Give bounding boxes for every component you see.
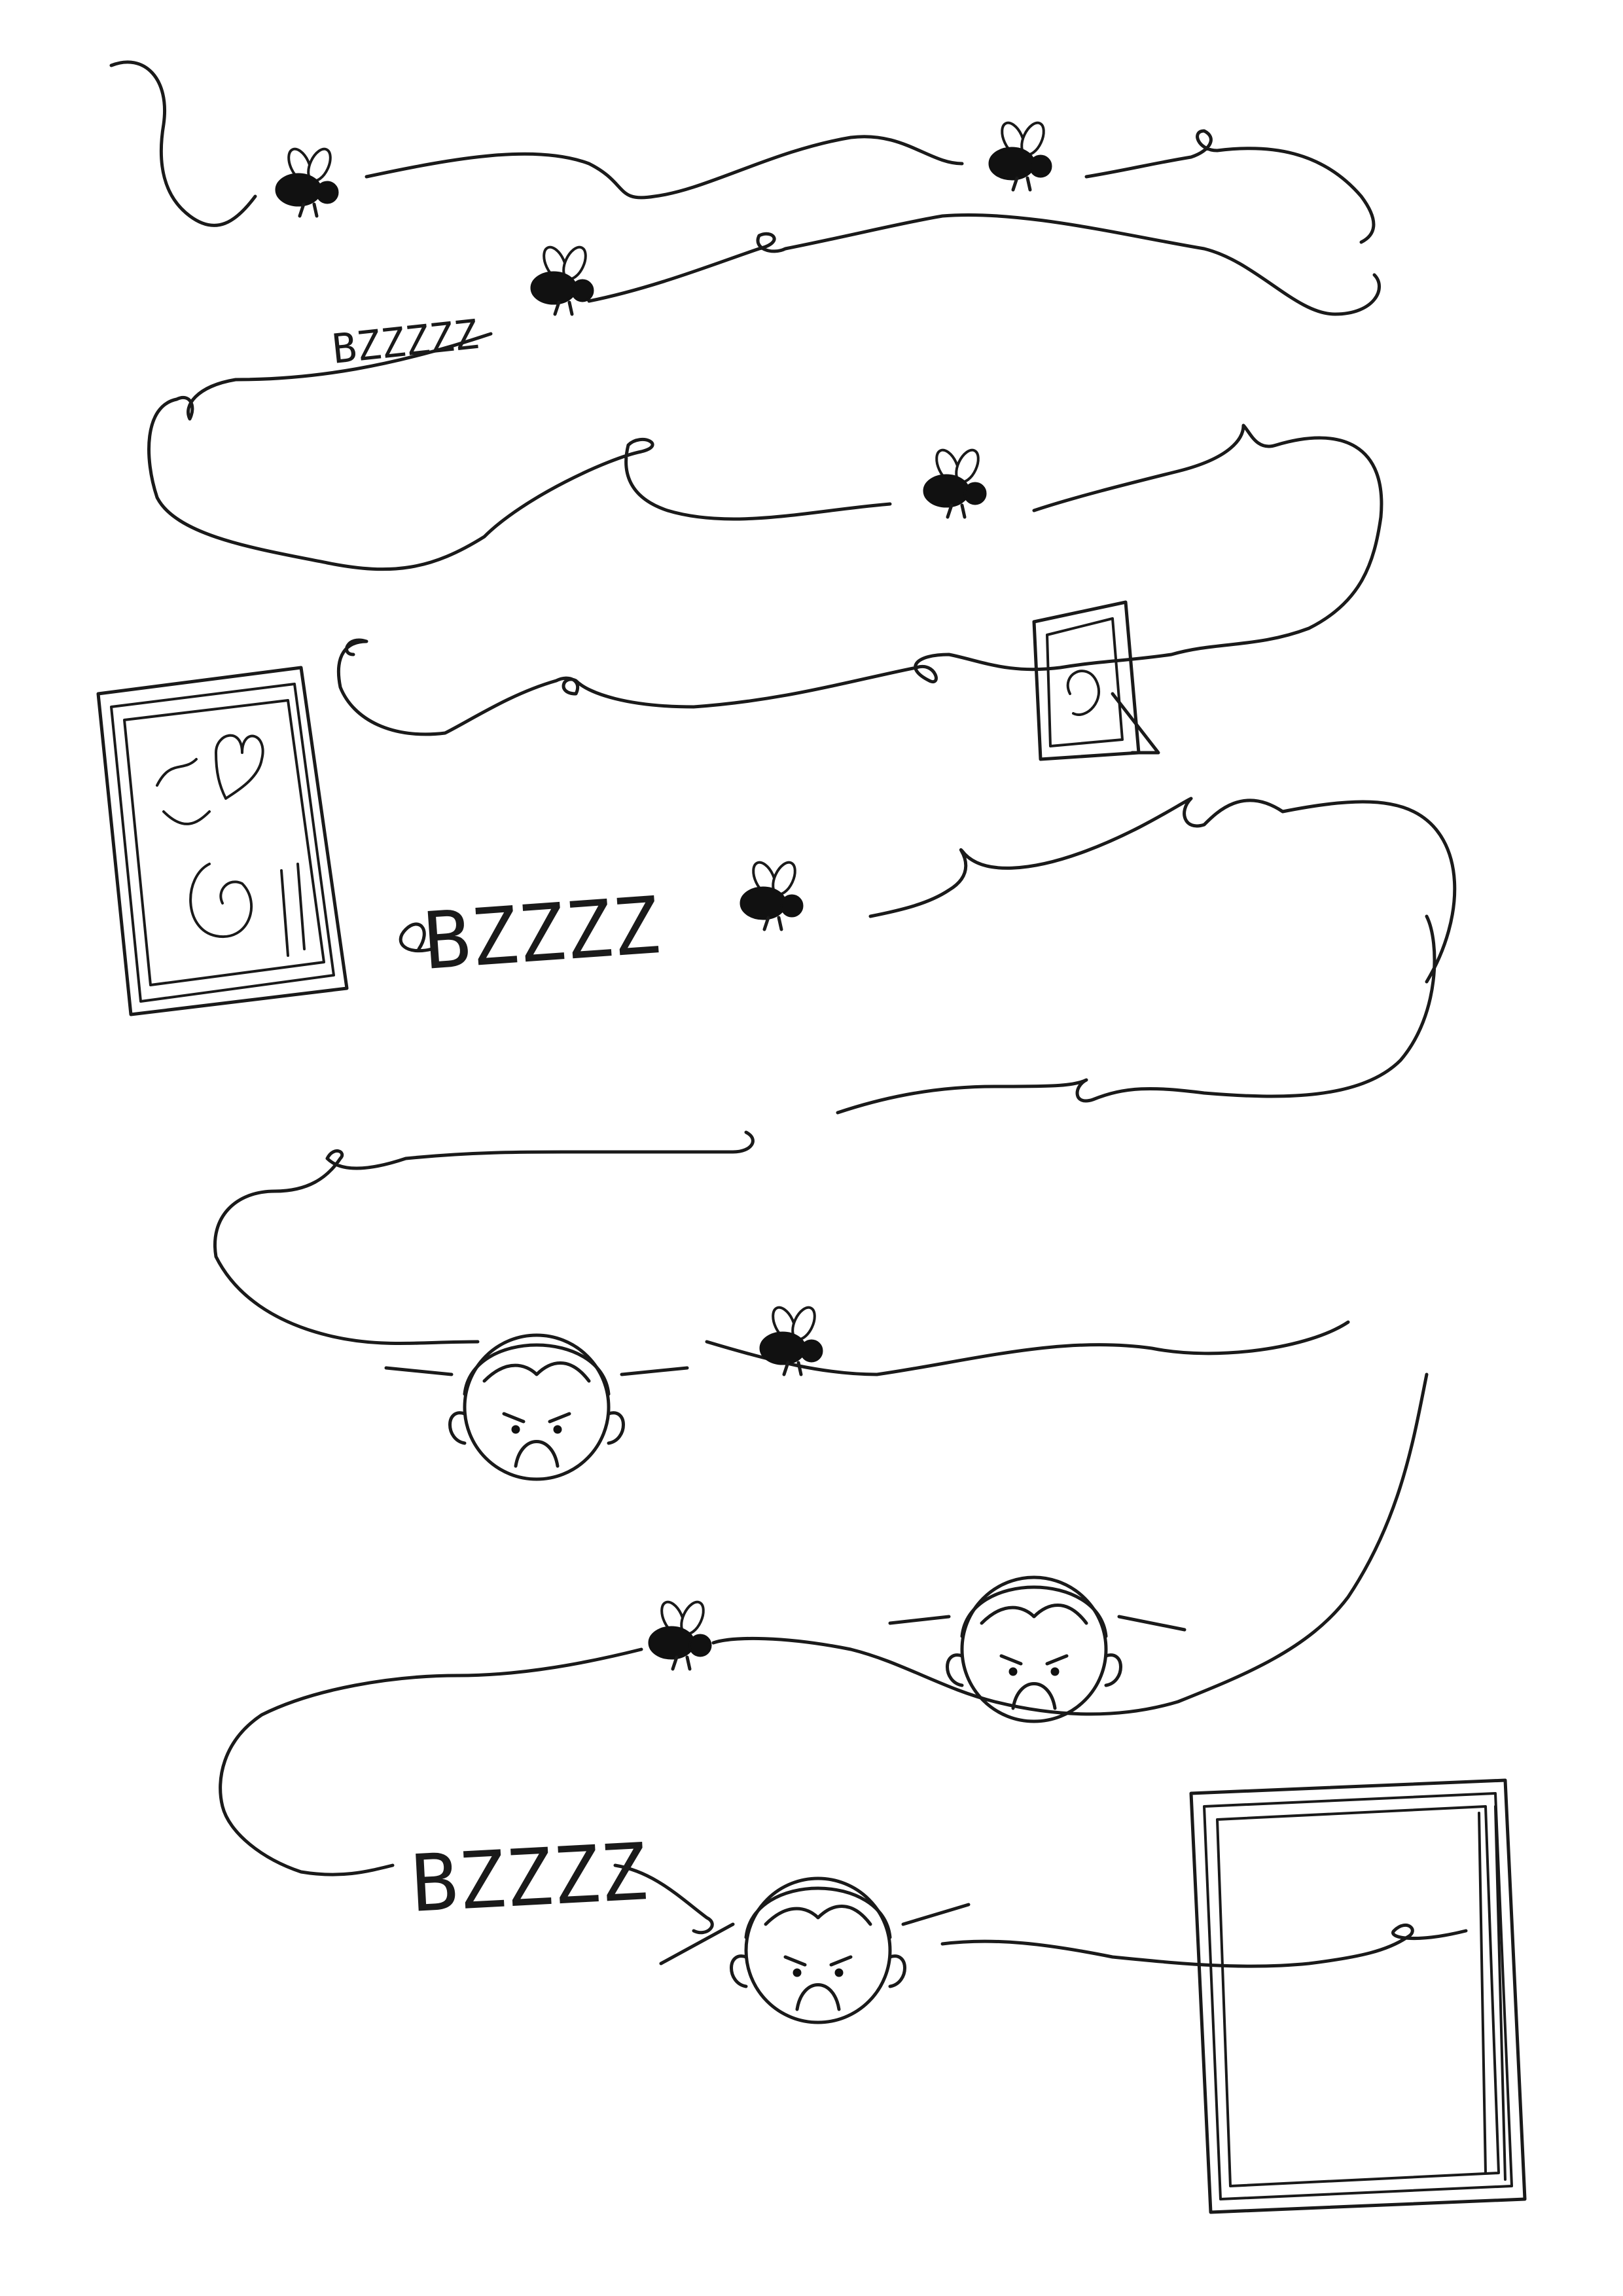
photo-frame-icon xyxy=(1032,600,1160,761)
angry-face-icon xyxy=(384,1335,689,1479)
flight-path-lower xyxy=(219,1372,1468,1968)
fly-icon xyxy=(741,859,802,929)
fly-icon xyxy=(276,146,338,216)
fly-icon xyxy=(990,120,1051,190)
window-frame-icon xyxy=(1189,1778,1527,2214)
fly-icon xyxy=(531,244,593,314)
fly-icon xyxy=(649,1599,711,1669)
angry-face-icon xyxy=(659,1878,971,2022)
picture-frame-icon xyxy=(96,666,349,1016)
flight-path xyxy=(109,60,1457,1376)
angry-face-icon xyxy=(888,1577,1186,1721)
buzz-text: BZZZZ xyxy=(408,1827,649,1930)
buzz-text: BZZZZZ xyxy=(330,310,480,373)
buzz-text: BZZZZ xyxy=(420,880,662,988)
fly-icon xyxy=(924,447,986,517)
